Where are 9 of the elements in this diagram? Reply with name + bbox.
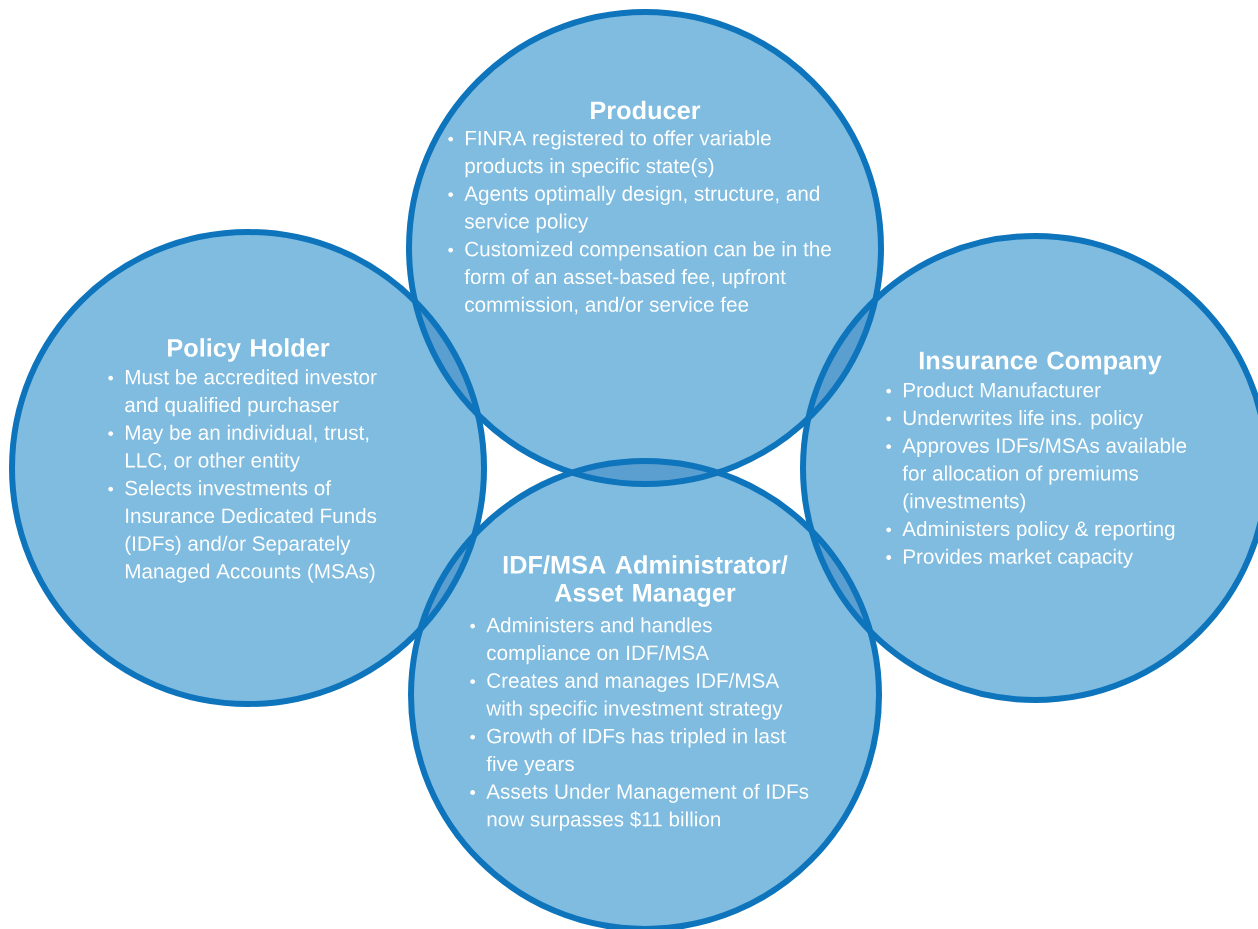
bullet-list: Product Manufacturer Underwrites life ins. policy Approves IDFs/MSAs available for allocation of premiums (investments) Administers policy & reporting Provides market capacity — [886, 382, 1187, 568]
circle-heading: Policy Holder — [168, 338, 330, 362]
circle-heading: Insurance Company — [919, 351, 1162, 375]
circle-heading: IDF/MSA Administrator/ Asset Manager — [503, 555, 788, 607]
bullet-list: FINRA registered to offer variable products in specific state(s) Agents optimally design, structure, and service policy Customized compensation can be in the form of an asset-based fee, upfront commission, and/or service fee — [448, 130, 831, 315]
bullet-list: Must be accredited investor and qualified purchaser May be an individual, trust, LLC, or other entity Selects investments of Insurance Dedicated Funds (IDFs) and/or Separately Managed Accounts (MSAs) — [108, 369, 377, 583]
bullet-list: Administers and handles compliance on IDF/MSA Creates and manages IDF/MSA with specific investment strategy Growth of IDFs has tripled in last five years Assets Under Management of IDFs now surpasses $11 billion — [470, 617, 809, 831]
circle — [406, 9, 884, 487]
circle-heading: Producer — [591, 100, 701, 120]
